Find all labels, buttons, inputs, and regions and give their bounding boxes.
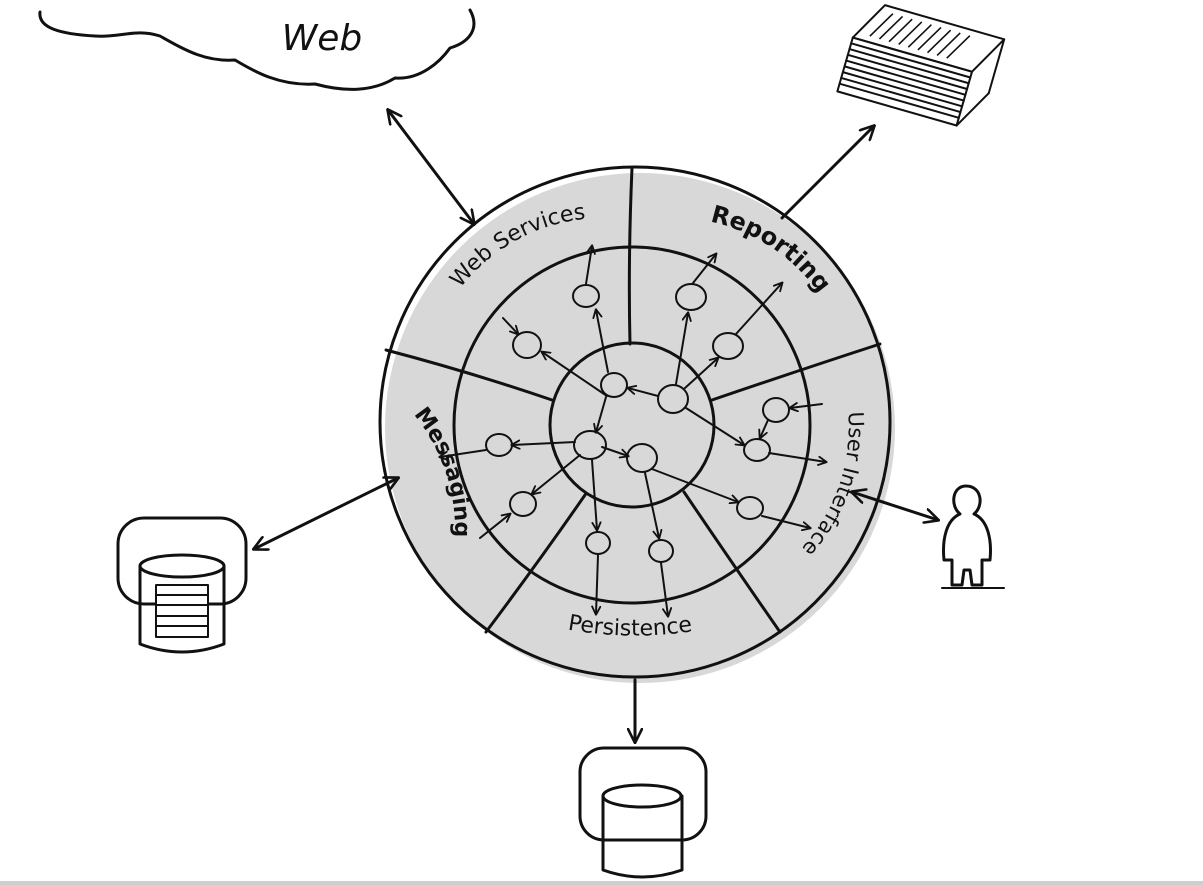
node bbox=[675, 283, 707, 311]
node bbox=[512, 331, 542, 359]
messaging-database-icon bbox=[116, 516, 248, 654]
architecture-circle: Web Services Reporting Messaging User In… bbox=[378, 165, 895, 683]
document-stack-icon bbox=[836, 4, 1006, 127]
web-cloud-icon: Web bbox=[38, 8, 476, 91]
segment-dividers bbox=[384, 166, 882, 634]
messaging-arrow bbox=[254, 478, 398, 549]
node bbox=[712, 332, 744, 360]
persistence-database-icon bbox=[578, 746, 708, 879]
node bbox=[573, 430, 607, 460]
web-arrow bbox=[388, 110, 474, 224]
user-arrow bbox=[852, 492, 938, 520]
user-person-icon bbox=[941, 484, 1005, 589]
outer-ring bbox=[378, 165, 892, 679]
database-backdrop bbox=[578, 746, 708, 842]
bottom-border bbox=[0, 881, 1203, 885]
middle-ring bbox=[452, 245, 812, 605]
node bbox=[509, 491, 537, 517]
circle-shadow bbox=[385, 173, 895, 683]
node bbox=[657, 384, 689, 414]
reporting-arrow bbox=[780, 126, 874, 220]
external-arrows bbox=[254, 110, 938, 742]
component-arrows bbox=[440, 246, 826, 616]
web-cloud-label: Web bbox=[282, 18, 363, 59]
node bbox=[736, 496, 764, 520]
node bbox=[743, 438, 771, 462]
